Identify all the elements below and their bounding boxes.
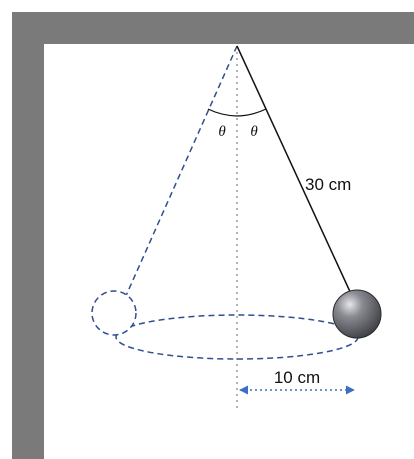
radius-label: 10 cm bbox=[274, 368, 320, 387]
string-length-label: 30 cm bbox=[305, 175, 351, 194]
angle-arc-right bbox=[236, 108, 267, 117]
ceiling bbox=[12, 12, 414, 44]
angle-label-right: θ bbox=[250, 124, 258, 140]
angle-label-left: θ bbox=[218, 124, 226, 140]
angle-arc-left bbox=[207, 108, 238, 117]
ghost-string bbox=[124, 45, 238, 299]
pendulum-bob bbox=[332, 289, 382, 339]
ghost-bob bbox=[91, 290, 137, 336]
pendulum-string bbox=[236, 45, 353, 297]
wall bbox=[12, 12, 44, 459]
